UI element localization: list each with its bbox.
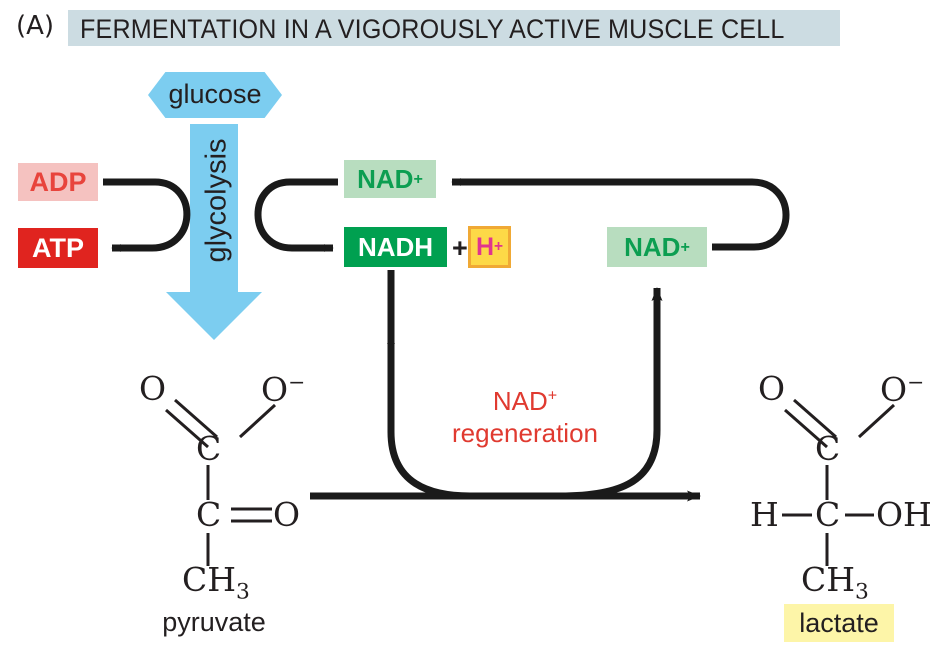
nadh-to-reaction-curve [387, 270, 471, 500]
lactate-hydrogen: H [750, 495, 779, 534]
lactate-methyl: CH3 [801, 560, 869, 605]
adp-to-atp-arrow [103, 178, 191, 252]
lactate-label: lactate [799, 608, 879, 638]
pyruvate-carboxylate-o: O− [261, 370, 306, 409]
atp-box: ATP [18, 228, 98, 268]
pyruvate-label: pyruvate [162, 607, 266, 637]
page-title: FERMENTATION IN A VIGOROUSLY ACTIVE MUSC… [80, 14, 785, 44]
nad-plus-right-charge: + [680, 237, 690, 256]
lactate-hydroxyl: OH [876, 495, 932, 534]
pyruvate-methyl: CH3 [182, 560, 250, 605]
proton-text: H [475, 232, 494, 261]
proton-charge: + [494, 238, 504, 256]
nad-plus-box-right: NAD+ [607, 227, 707, 267]
pyruvate-carbonyl-o: O [139, 369, 167, 408]
nad-regeneration-caption: NAD+ regeneration [420, 386, 630, 449]
pyruvate-keto-o: O [273, 495, 301, 534]
pyruvate-c2: C [196, 495, 222, 534]
lactate-carbonyl-o: O [758, 369, 786, 408]
glycolysis-label: glycolysis [200, 138, 233, 263]
lactate-carboxylate-o: O− [880, 370, 925, 409]
proton-box: H+ [468, 226, 511, 268]
glucose-label: glucose [168, 79, 262, 109]
pyruvate-c1: C [196, 429, 222, 468]
lactate-c2: C [815, 495, 841, 534]
adp-box: ADP [18, 163, 98, 201]
figure-title-row: (A) FERMENTATION IN A VIGOROUSLY ACTIVE … [0, 0, 948, 52]
nad-plus-right-text: NAD [624, 232, 681, 262]
nad-plus-box-left: NAD+ [344, 160, 436, 198]
nad-plus-left-text: NAD [357, 164, 414, 194]
nadh-box: NADH [344, 227, 447, 267]
panel-letter: (A) [16, 11, 55, 41]
title-band [68, 10, 840, 46]
lactate-c1: C [815, 429, 841, 468]
glucose-hexagon [148, 72, 282, 118]
nad-to-nadh-arrow [254, 178, 338, 252]
regen-line1: NAD+ [492, 386, 558, 416]
regen-line2: regeneration [452, 417, 598, 448]
nad-plus-left-charge: + [413, 169, 423, 188]
lactate-label-highlight [784, 604, 894, 642]
plus-operator: + [452, 233, 468, 263]
